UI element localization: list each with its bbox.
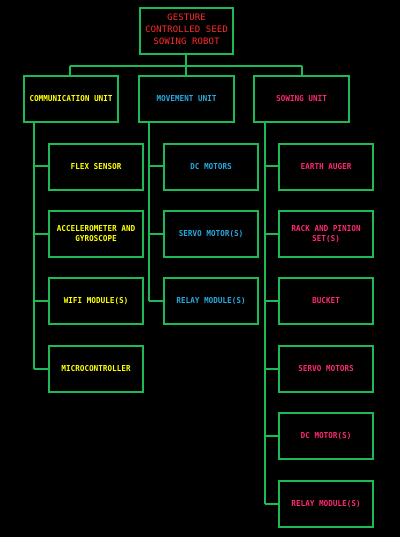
node-rack-and-pinion: RACK AND PINION SET(S) bbox=[278, 210, 374, 258]
node-bucket: BUCKET bbox=[278, 277, 374, 325]
node-flex-sensor: FLEX SENSOR bbox=[48, 143, 144, 191]
root-node: GESTURE CONTROLLED SEED SOWING ROBOT bbox=[139, 7, 234, 55]
node-microcontroller: MICROCONTROLLER bbox=[48, 345, 144, 393]
node-relay-modules-sowing: RELAY MODULE(S) bbox=[278, 480, 374, 528]
node-accelerometer-gyroscope: ACCELEROMETER AND GYROSCOPE bbox=[48, 210, 144, 258]
node-wifi-module: WIFI MODULE(S) bbox=[48, 277, 144, 325]
branch-communication-unit: COMMUNICATION UNIT bbox=[23, 75, 119, 123]
branch-sowing-unit: SOWING UNIT bbox=[253, 75, 350, 123]
node-servo-motors: SERVO MOTOR(S) bbox=[163, 210, 259, 258]
node-relay-modules: RELAY MODULE(S) bbox=[163, 277, 259, 325]
node-earth-auger: EARTH AUGER bbox=[278, 143, 374, 191]
node-dc-motors-sowing: DC MOTOR(S) bbox=[278, 412, 374, 460]
node-dc-motors: DC MOTORS bbox=[163, 143, 259, 191]
branch-movement-unit: MOVEMENT UNIT bbox=[138, 75, 235, 123]
node-servo-motors-sowing: SERVO MOTORS bbox=[278, 345, 374, 393]
